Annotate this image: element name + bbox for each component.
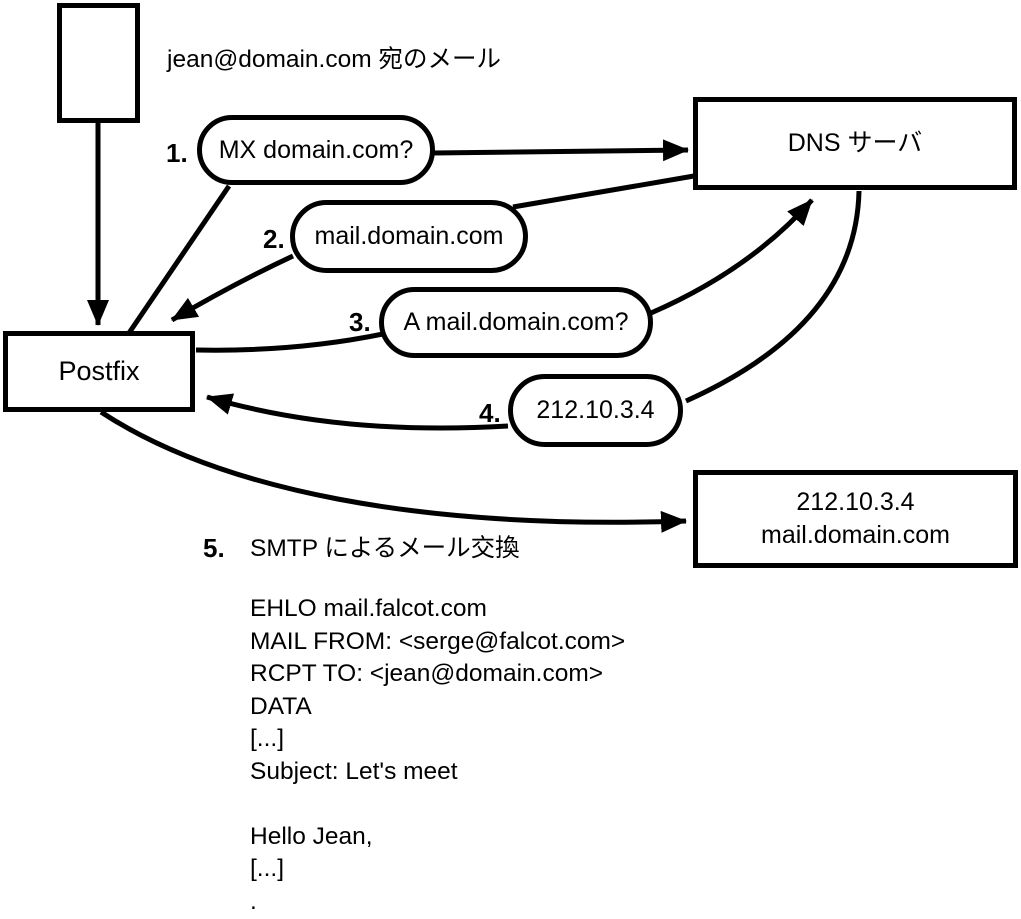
arrow-response2-to-postfix <box>170 253 295 323</box>
mail-message-box <box>57 3 140 123</box>
step-number-4: 4. <box>479 398 501 428</box>
line-postfix-to-query3 <box>195 331 384 353</box>
dns-server-label: DNS サーバ <box>787 129 923 157</box>
response-bubble-ip: 212.10.3.4 <box>508 374 683 447</box>
step-number-5: 5. <box>203 533 225 563</box>
step-number-1: 1. <box>166 138 188 168</box>
response-bubble-mx: mail.domain.com <box>290 200 528 273</box>
smtp-line-terminator-dot: . <box>250 887 257 915</box>
query-bubble-a-record: A mail.domain.com? <box>379 287 653 358</box>
mail-server-ip: 212.10.3.4 <box>796 488 915 516</box>
line-postfix-to-query1 <box>126 184 232 335</box>
step-number-2: 2. <box>263 224 285 254</box>
smtp-line-ellipsis-2: [...] <box>250 855 285 882</box>
mail-server-box: 212.10.3.4 mail.domain.com <box>693 470 1018 568</box>
arrow-query3-to-dns <box>650 198 814 316</box>
arrow-postfix-to-mailserver <box>99 409 687 533</box>
line-dns-to-response2 <box>512 173 695 210</box>
mail-destination-label: jean@domain.com 宛のメール <box>167 46 501 73</box>
postfix-label: Postfix <box>58 356 140 386</box>
mail-server-hostname: mail.domain.com <box>761 521 950 549</box>
arrow-query1-to-dns <box>432 139 689 162</box>
smtp-line-subject: Subject: Let's meet <box>250 757 458 785</box>
smtp-session-block: EHLO mail.falcot.com MAIL FROM: <serge@f… <box>250 593 625 918</box>
smtp-line-rcpt-to: RCPT TO: <jean@domain.com> <box>250 660 604 687</box>
query-bubble-mx-label: MX domain.com? <box>218 135 414 164</box>
arrow-response4-to-postfix <box>206 393 509 431</box>
response-bubble-ip-label: 212.10.3.4 <box>536 396 655 424</box>
line-dns-to-response4 <box>684 190 862 404</box>
query-bubble-a-record-label: A mail.domain.com? <box>403 308 629 336</box>
smtp-line-mail-from: MAIL FROM: <serge@falcot.com> <box>250 627 626 655</box>
query-bubble-mx: MX domain.com? <box>197 115 435 185</box>
smtp-line-ellipsis-1: [...] <box>250 725 285 752</box>
step-number-3: 3. <box>349 307 371 337</box>
smtp-line-hello: Hello Jean, <box>250 822 373 850</box>
postfix-box: Postfix <box>3 331 195 412</box>
smtp-line-ehlo: EHLO mail.falcot.com <box>250 595 487 622</box>
dns-server-box: DNS サーバ <box>693 97 1017 190</box>
smtp-exchange-label: SMTP によるメール交換 <box>250 535 520 562</box>
mail-server-label: 212.10.3.4 mail.domain.com <box>761 486 950 552</box>
response-bubble-mx-label: mail.domain.com <box>314 222 504 250</box>
smtp-line-blank <box>250 788 625 821</box>
smtp-line-data: DATA <box>250 692 312 720</box>
